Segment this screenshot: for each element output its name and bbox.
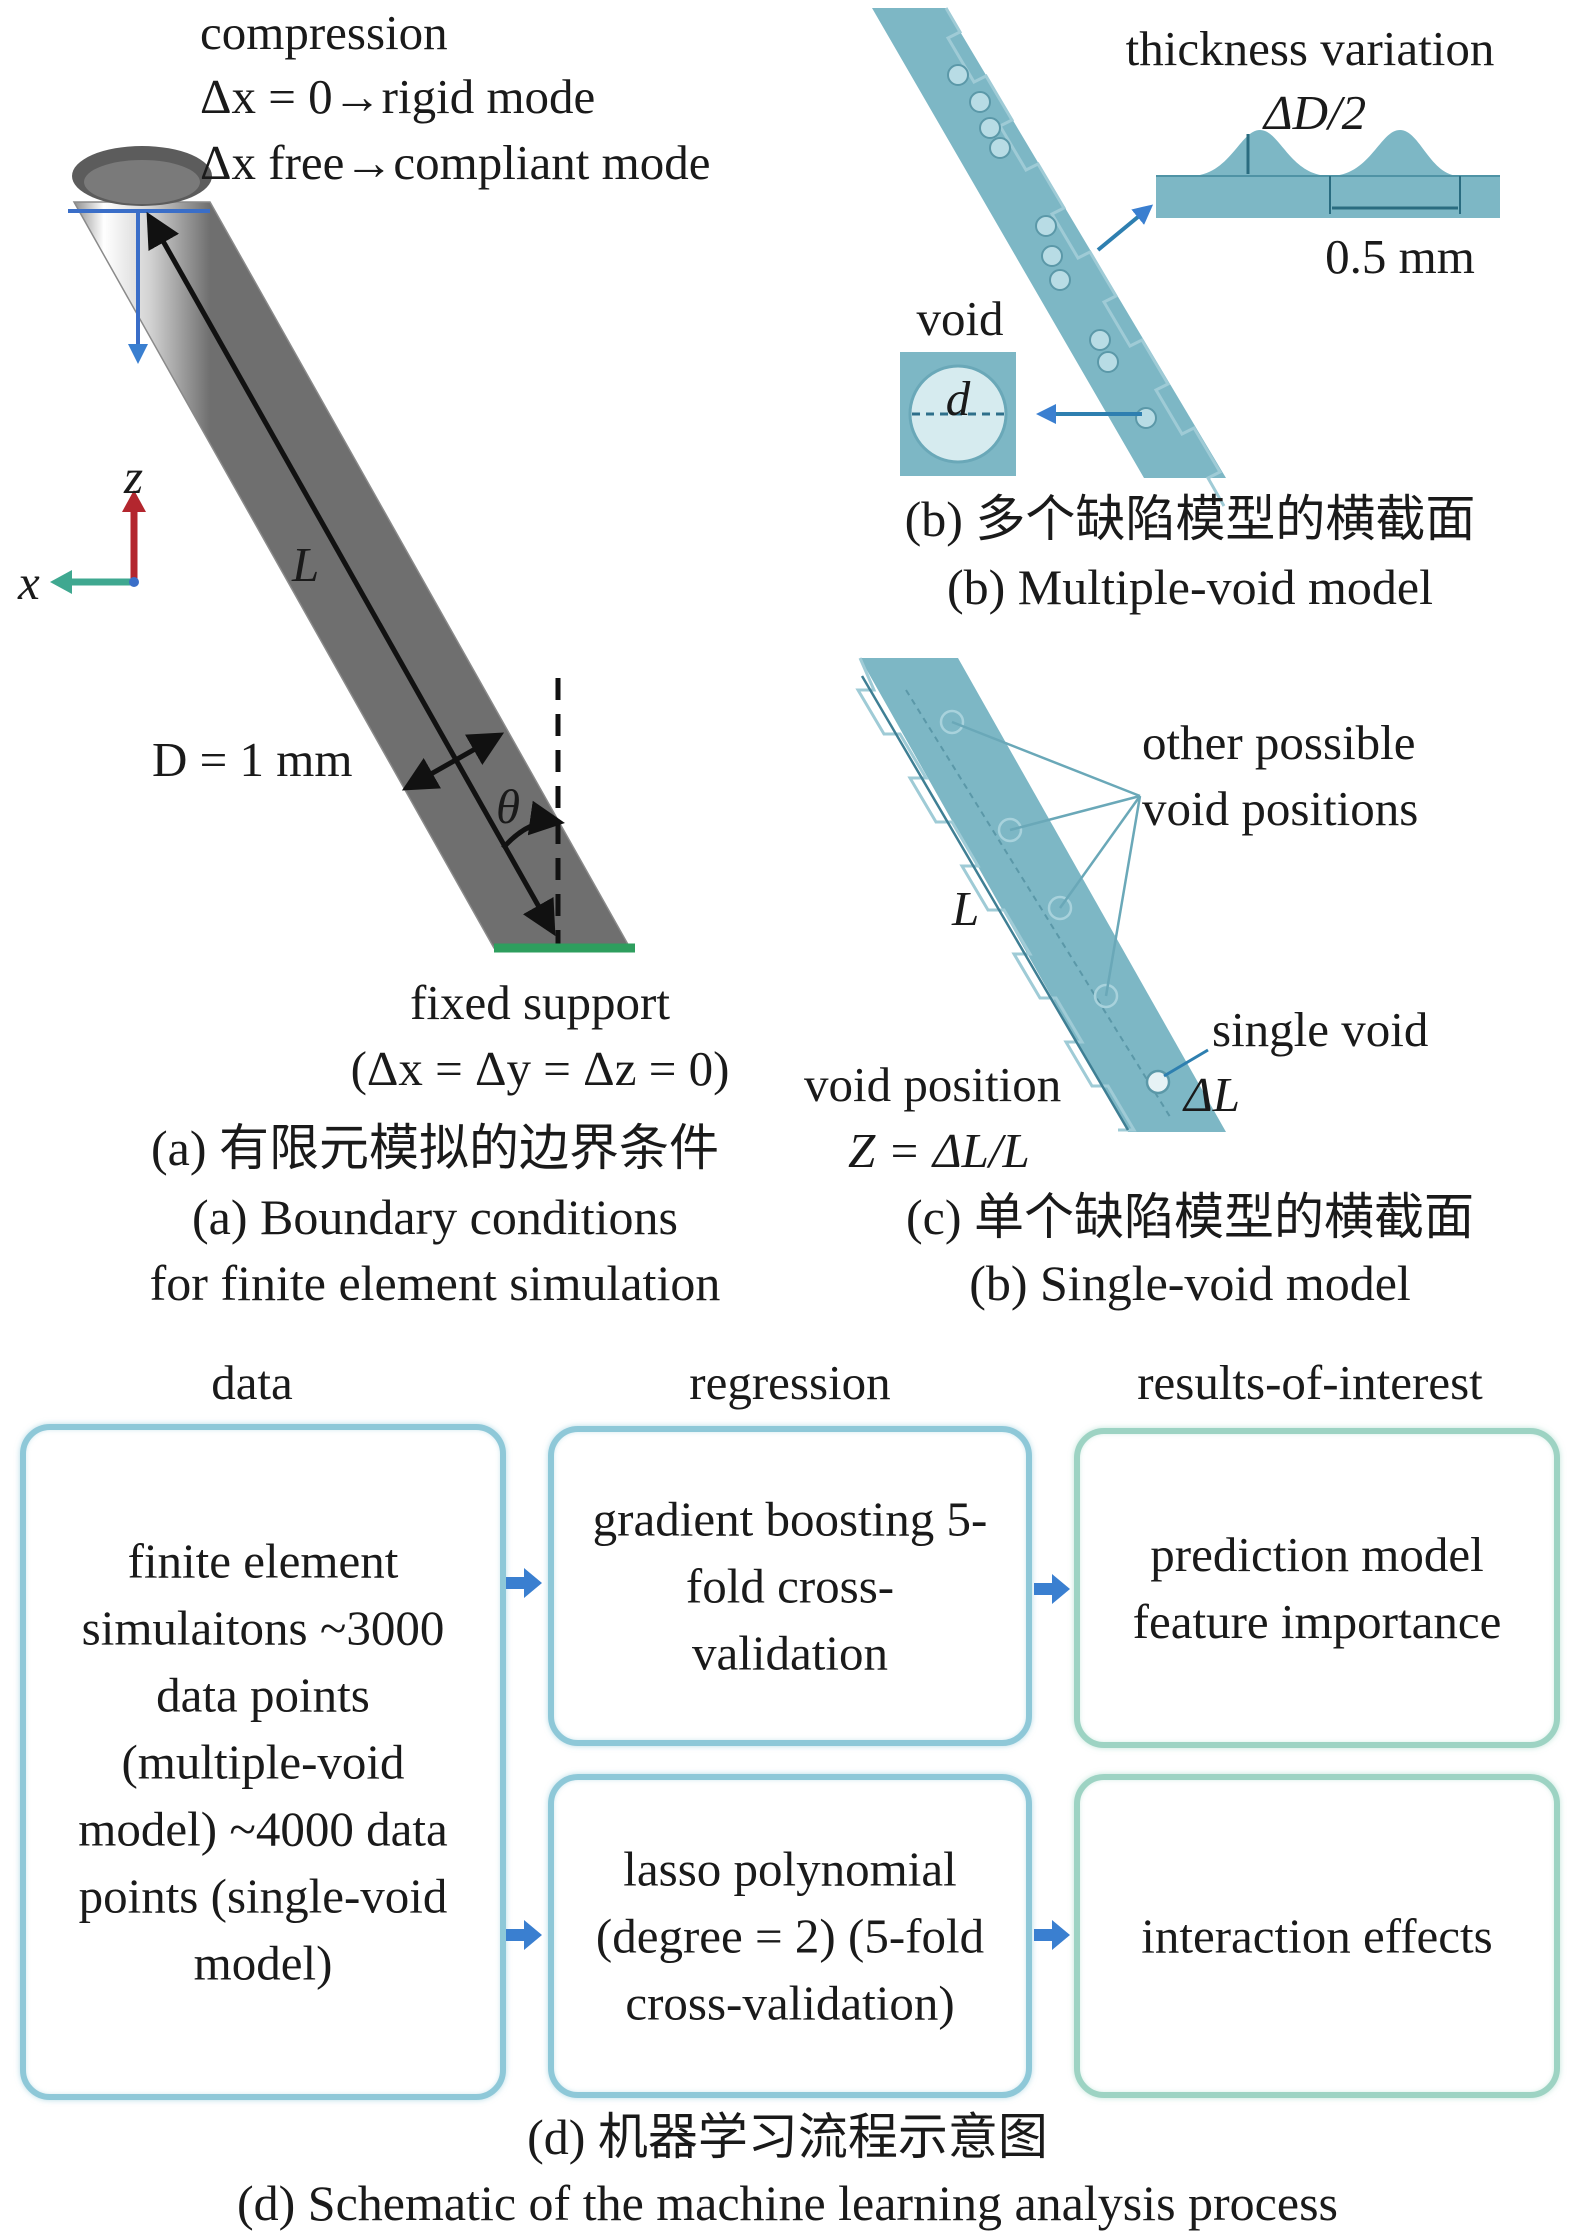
interaction-box: interaction effects xyxy=(1074,1774,1560,2098)
compliant-mode-label: Δx free→compliant mode xyxy=(200,135,711,190)
other-positions-fan xyxy=(951,720,1142,997)
caption-a-en-1: (a) Boundary conditions xyxy=(191,1189,678,1245)
column-regression-header: regression xyxy=(689,1355,891,1410)
gradient-boosting-text: gradient boosting 5-fold cross-validatio… xyxy=(592,1491,988,1681)
caption-c-cn: (c) 单个缺陷模型的横截面 xyxy=(906,1189,1474,1245)
caption-a-en-2: for finite element simulation xyxy=(149,1255,721,1311)
fixed-support-condition: (Δx = Δy = Δz = 0) xyxy=(350,1041,730,1096)
other-positions-label-2: void positions xyxy=(1142,781,1419,836)
rod-cylinder xyxy=(72,146,632,949)
prediction-box: prediction model feature importance xyxy=(1074,1428,1560,1748)
single-void-strip xyxy=(855,657,1226,1132)
caption-a-cn: (a) 有限元模拟的边界条件 xyxy=(151,1120,719,1176)
strip-length-label: L xyxy=(952,881,980,936)
fixed-support-label: fixed support xyxy=(410,975,670,1030)
flow-arrow-icon xyxy=(506,1568,542,1598)
figure-graphics xyxy=(50,7,1500,1132)
diameter-label: D = 1 mm xyxy=(152,732,353,787)
rod-length-label: L xyxy=(292,537,320,592)
caption-c-en: (b) Single-void model xyxy=(969,1255,1411,1311)
single-void-pointer xyxy=(1163,1048,1209,1078)
single-void-label: single void xyxy=(1212,1002,1429,1057)
theta-label: θ xyxy=(496,779,521,834)
rigid-mode-label: Δx = 0→rigid mode xyxy=(200,69,596,124)
caption-b-cn: (b) 多个缺陷模型的横截面 xyxy=(904,491,1476,547)
thickness-variation-label: thickness variation xyxy=(1125,21,1495,76)
thickness-pointer xyxy=(1096,204,1154,252)
multi-void-strip xyxy=(872,7,1226,507)
gradient-boosting-box: gradient boosting 5-fold cross-validatio… xyxy=(548,1426,1032,1746)
void-label: void xyxy=(916,291,1004,346)
lasso-box: lasso polynomial (degree = 2) (5-fold cr… xyxy=(548,1774,1032,2098)
void-diameter-label: d xyxy=(945,371,971,426)
period-label: 0.5 mm xyxy=(1325,229,1475,284)
lasso-text: lasso polynomial (degree = 2) (5-fold cr… xyxy=(595,1841,985,2031)
z-formula-label: Z = ΔL/L xyxy=(848,1123,1030,1178)
flow-arrow-icon xyxy=(1034,1574,1070,1604)
axis-z-label: z xyxy=(124,449,144,504)
void-inset xyxy=(900,352,1016,476)
data-box-text: finite element simulaitons ~3000 data po… xyxy=(78,1533,448,1991)
prediction-text: prediction model feature importance xyxy=(1132,1527,1502,1649)
axes-glyph xyxy=(50,490,146,594)
caption-b-en: (b) Multiple-void model xyxy=(946,559,1434,615)
axis-x-label: x xyxy=(18,555,40,610)
thickness-value-label: ΔD/2 xyxy=(1263,85,1367,140)
diameter-arrow xyxy=(401,732,505,791)
thickness-inset xyxy=(1156,130,1500,218)
other-positions-label-1: other possible xyxy=(1142,715,1416,770)
interaction-text: interaction effects xyxy=(1141,1908,1493,1964)
theta-arc xyxy=(501,800,565,850)
void-position-label: void position xyxy=(804,1057,1062,1112)
column-results-header: results-of-interest xyxy=(1137,1355,1483,1410)
compression-label: compression xyxy=(200,5,448,60)
caption-d-en: (d) Schematic of the machine learning an… xyxy=(236,2175,1338,2231)
caption-d-cn: (d) 机器学习流程示意图 xyxy=(527,2109,1048,2165)
delta-l-label: ΔL xyxy=(1184,1067,1241,1122)
flow-arrow-icon xyxy=(1034,1920,1070,1950)
flow-arrow-icon xyxy=(506,1920,542,1950)
length-arrow xyxy=(146,211,556,937)
data-box: finite element simulaitons ~3000 data po… xyxy=(20,1424,506,2100)
column-data-header: data xyxy=(211,1355,293,1410)
